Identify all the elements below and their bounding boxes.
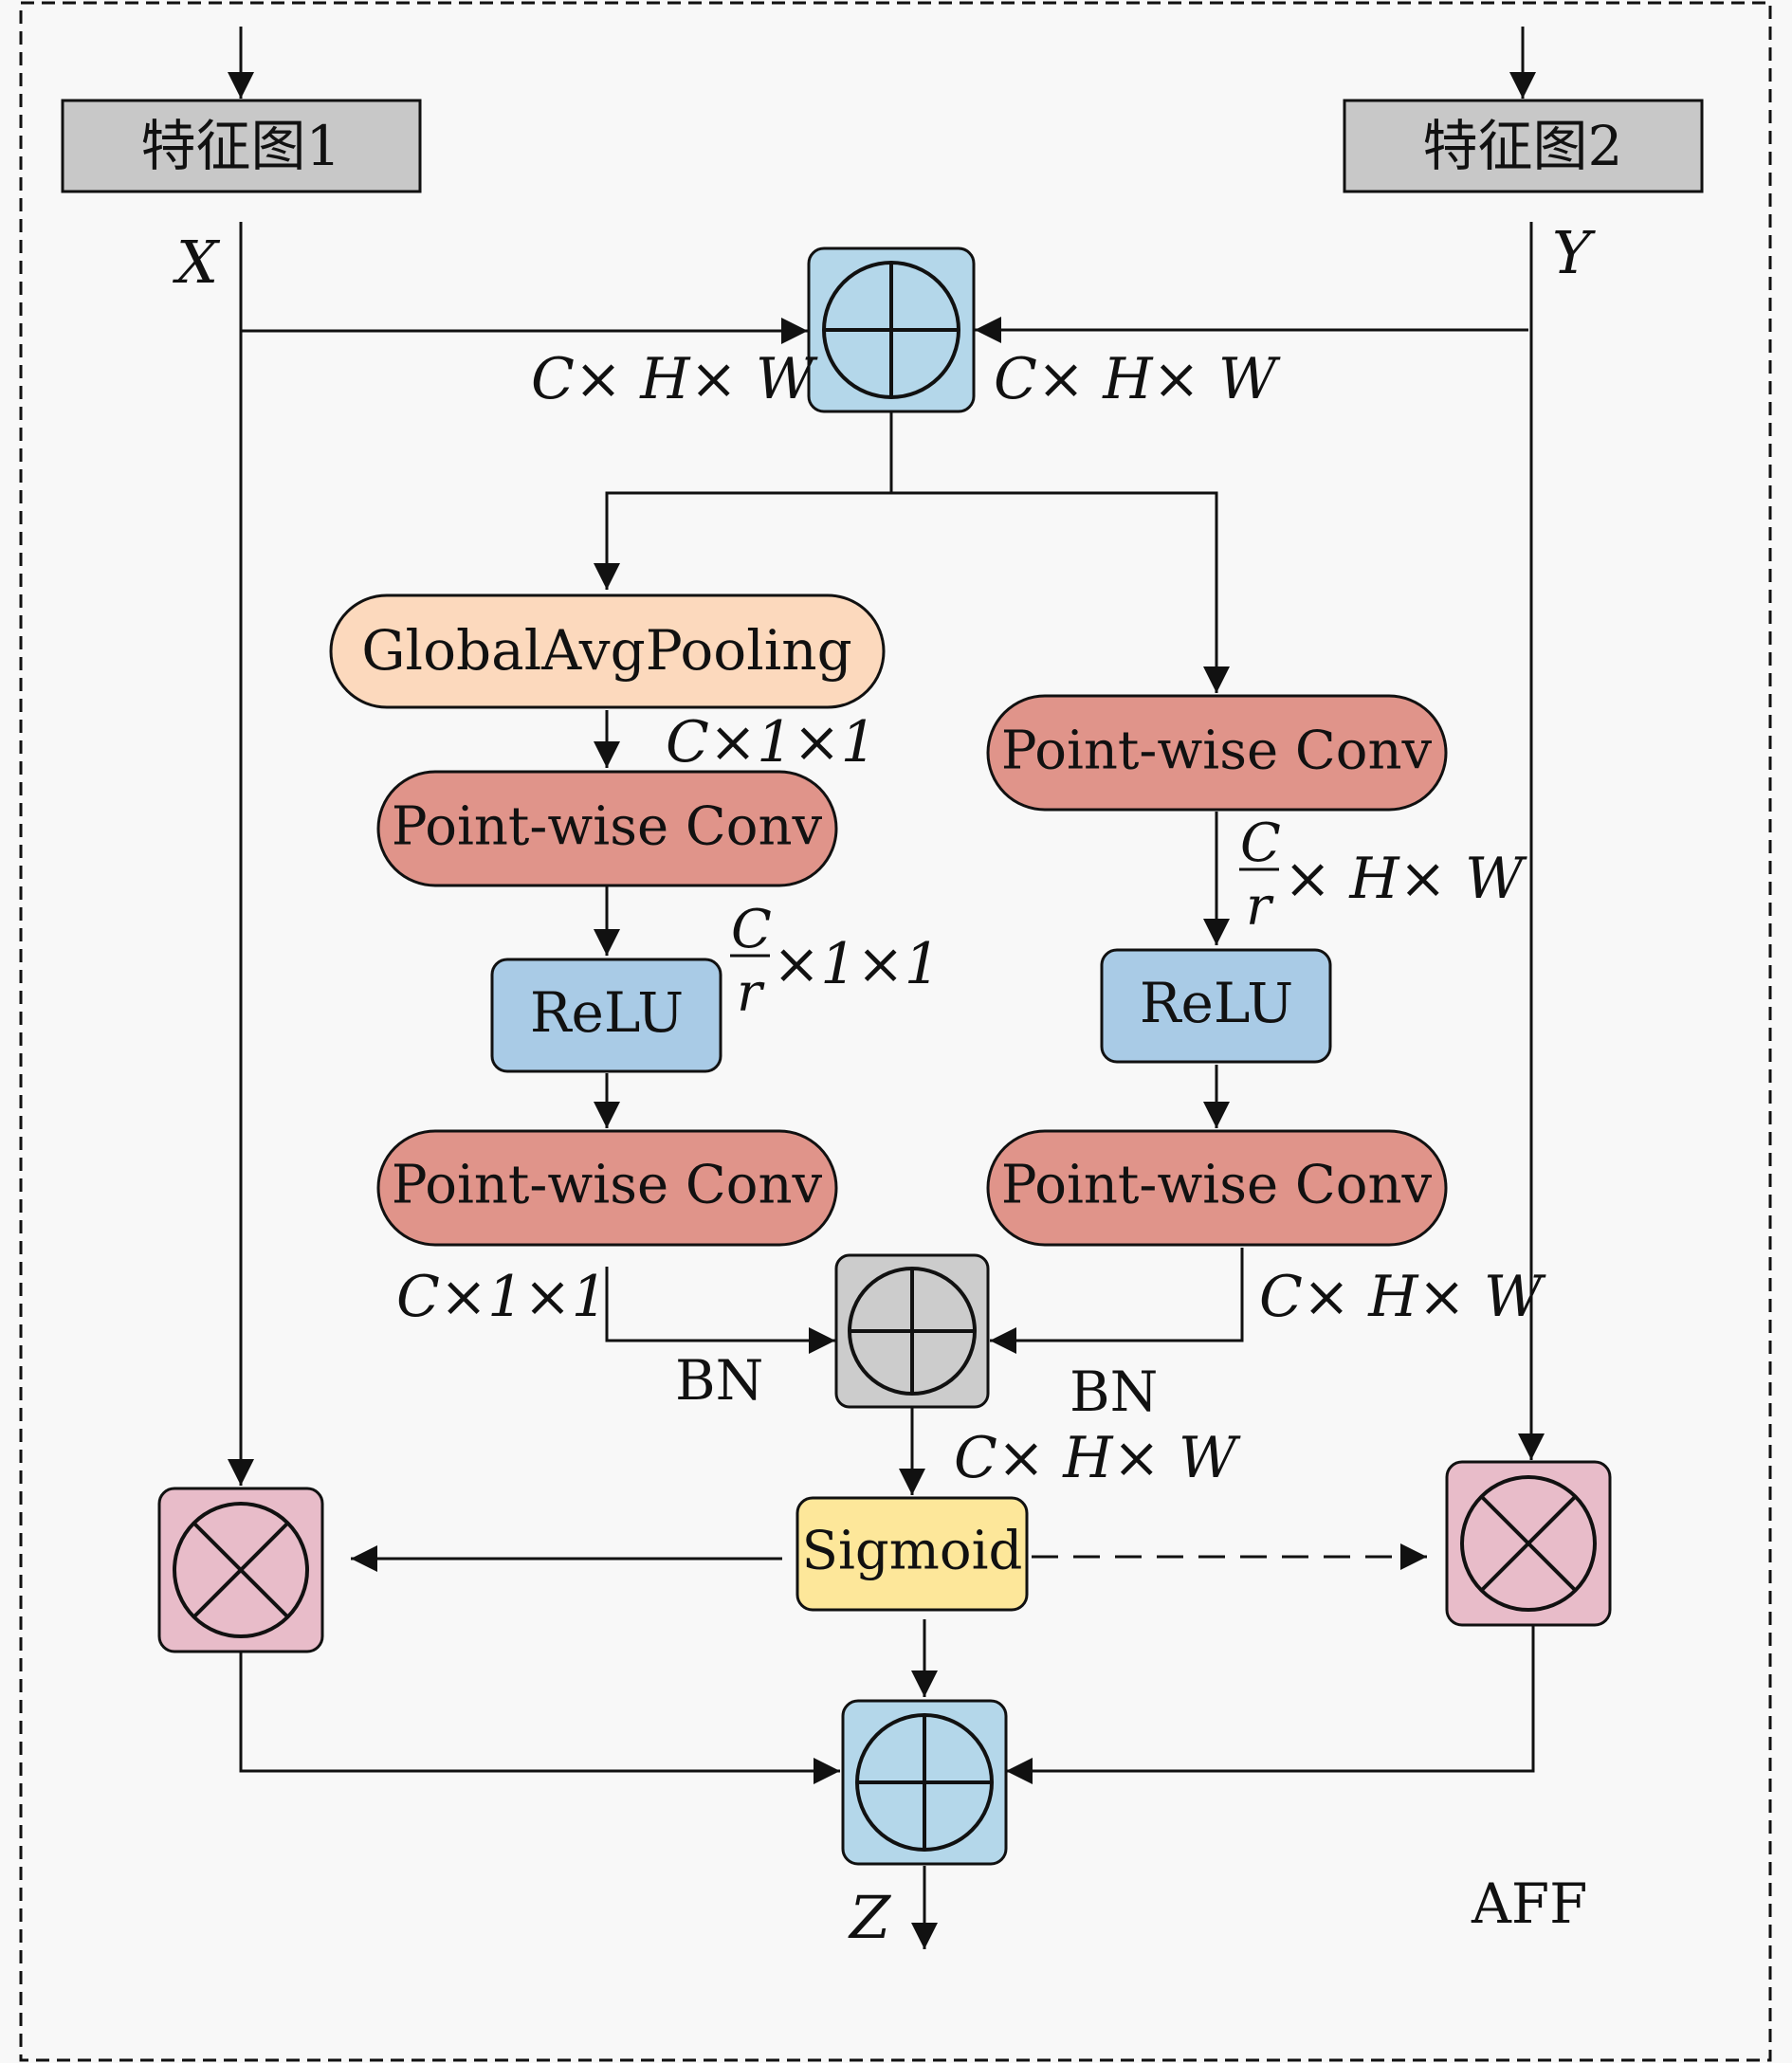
local-frac-den: r: [1246, 876, 1274, 938]
local-pw2-dims-label: C× H× W: [1259, 1264, 1546, 1330]
pw-conv-global-1-label: Point-wise Conv: [392, 796, 823, 858]
multiply-left-icon: [173, 1502, 309, 1638]
pw-conv-local-2-label: Point-wise Conv: [1001, 1155, 1433, 1216]
global-pw2-dims-label: C×1×1: [396, 1264, 608, 1330]
global-avg-pooling-label: GlobalAvgPooling: [361, 618, 852, 683]
relu-global-block: ReLU: [490, 958, 722, 1073]
add-bottom-operator: [841, 1699, 1008, 1866]
relu-local-block: ReLU: [1100, 948, 1332, 1064]
local-to-add-mid: [990, 1248, 1244, 1354]
global-to-add-mid: [605, 1267, 835, 1354]
split-line-right: [891, 491, 1230, 693]
top-left-dims-label: C× H× W: [531, 346, 818, 412]
multiply-right-icon: [1460, 1475, 1597, 1612]
split-line: [594, 409, 893, 590]
feature-map-1-label: 特征图1: [141, 114, 341, 178]
global-frac-den: r: [737, 962, 765, 1024]
connectors: [228, 27, 1545, 1949]
mult-right-to-add-bottom: [1006, 1623, 1535, 1784]
feature-map-1-box: 特征图1: [61, 99, 422, 193]
feature-map-2-box: 特征图2: [1343, 99, 1704, 193]
feature-map-2-label: 特征图2: [1423, 114, 1623, 178]
z-label: Z: [848, 1883, 891, 1952]
global-avg-pooling-block: GlobalAvgPooling: [329, 593, 886, 709]
global-frac-rest: ×1×1: [773, 931, 941, 997]
mult-left-to-add-bottom: [239, 1652, 840, 1784]
local-frac-num: C: [1240, 812, 1281, 874]
sigmoid-label: Sigmoid: [802, 1521, 1023, 1582]
pw-conv-local-2-block: Point-wise Conv: [986, 1129, 1448, 1247]
add-top-operator: [807, 246, 976, 413]
add-mid-operator: [834, 1253, 990, 1409]
sigmoid-block: Sigmoid: [795, 1496, 1029, 1612]
bn-right-label: BN: [1070, 1360, 1158, 1424]
top-right-dims-label: C× H× W: [994, 346, 1281, 412]
pw-conv-global-2-block: Point-wise Conv: [376, 1129, 838, 1247]
sum-out-dims-label: C× H× W: [954, 1425, 1241, 1491]
relu-global-label: ReLU: [530, 980, 684, 1045]
pw-conv-local-1-block: Point-wise Conv: [986, 694, 1448, 812]
aff-label: AFF: [1471, 1871, 1587, 1936]
multiply-left-operator: [157, 1487, 324, 1653]
global-frac-num: C: [731, 899, 772, 960]
gap-out-dims-label: C×1×1: [666, 709, 877, 776]
pw-conv-local-1-label: Point-wise Conv: [1001, 721, 1433, 782]
aff-frame: [19, 1, 1772, 2062]
y-label: Y: [1552, 218, 1596, 287]
pw-conv-global-1-block: Point-wise Conv: [376, 770, 838, 887]
relu-local-label: ReLU: [1140, 971, 1293, 1035]
pw-conv-global-2-label: Point-wise Conv: [392, 1155, 823, 1216]
multiply-right-operator: [1445, 1460, 1612, 1627]
x-label: X: [173, 228, 221, 297]
bn-left-label: BN: [675, 1348, 763, 1413]
local-frac-rest: × H× W: [1284, 846, 1527, 912]
